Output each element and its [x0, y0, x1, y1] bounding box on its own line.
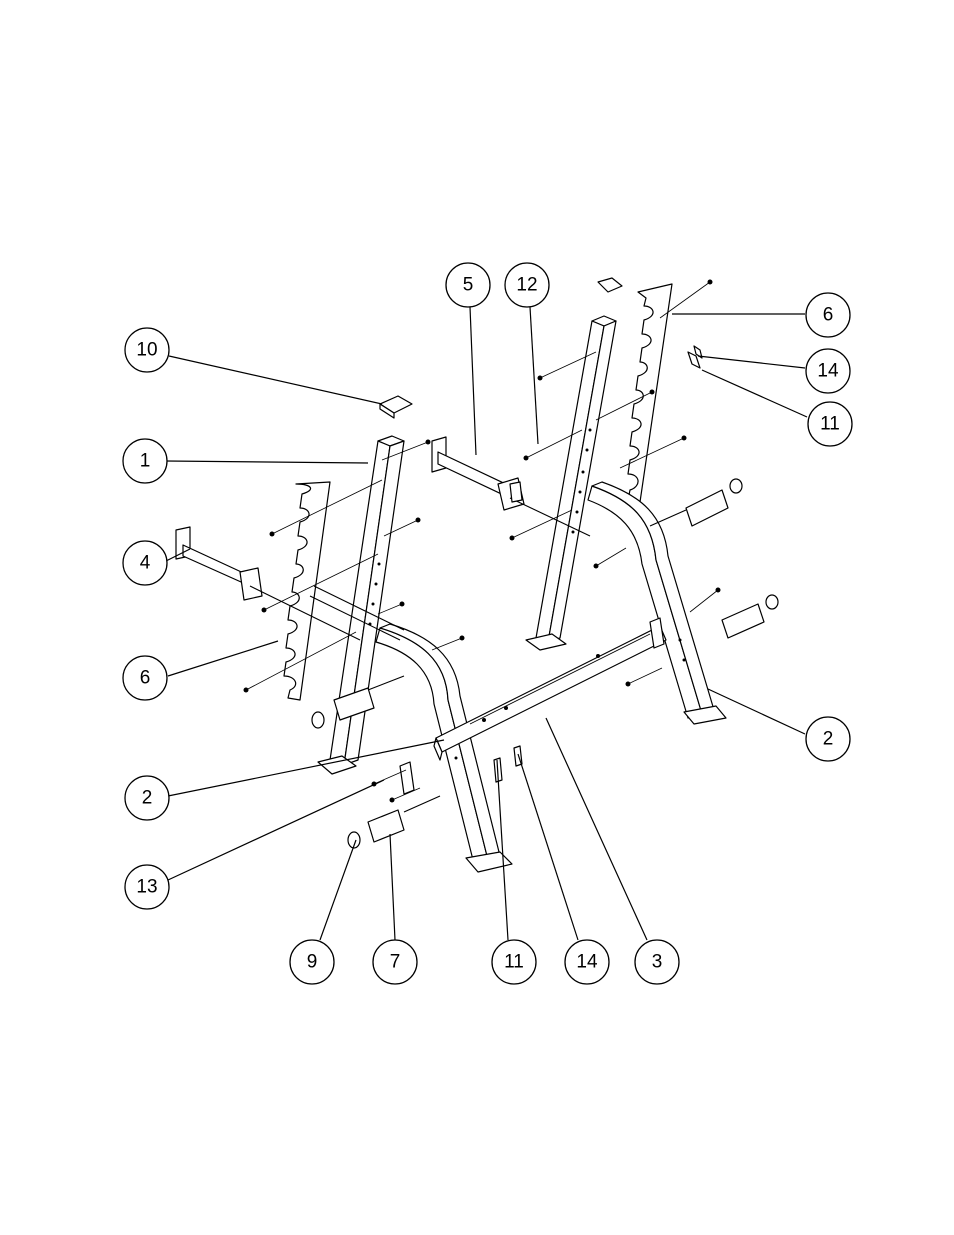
- callout-10: 10: [125, 328, 169, 372]
- callout-13: 13: [125, 865, 169, 909]
- callout-14-bottom: 14: [565, 940, 609, 984]
- callout-2-front: 2: [125, 776, 169, 820]
- callout-6-lower-label: 6: [140, 668, 151, 689]
- callout-10-label: 10: [136, 340, 157, 361]
- callout-5-label: 5: [463, 275, 474, 296]
- callout-1: 1: [123, 439, 167, 483]
- callout-3: 3: [635, 940, 679, 984]
- callout-2-rear-label: 2: [823, 729, 834, 750]
- callout-11-right: 11: [808, 402, 852, 446]
- callout-9: 9: [290, 940, 334, 984]
- callout-9-label: 9: [307, 952, 318, 973]
- callout-2-front-label: 2: [142, 788, 153, 809]
- callout-3-label: 3: [652, 952, 663, 973]
- callout-6-lower: 6: [123, 656, 167, 700]
- callout-5: 5: [446, 263, 490, 307]
- callout-14-bottom-label: 14: [576, 952, 598, 973]
- right-end-cap: [598, 278, 622, 292]
- left-upright: [318, 436, 404, 774]
- callout-6-upper-label: 6: [823, 305, 834, 326]
- callout-4: 4: [123, 541, 167, 585]
- callout-7-label: 7: [390, 952, 401, 973]
- callout-6-upper: 6: [806, 293, 850, 337]
- callout-11-bottom-label: 11: [504, 952, 524, 973]
- callout-13-label: 13: [136, 877, 157, 898]
- callout-7: 7: [373, 940, 417, 984]
- left-end-cap: [380, 396, 412, 418]
- callout-2-rear: 2: [806, 717, 850, 761]
- callout-12-label: 12: [516, 275, 537, 296]
- left-cross-arm: [176, 527, 360, 640]
- callout-11-right-label: 11: [820, 414, 840, 435]
- callout-14-right: 14: [806, 349, 850, 393]
- callout-4-label: 4: [140, 553, 151, 574]
- callout-11-bottom: 11: [492, 940, 536, 984]
- callout-12: 12: [505, 263, 549, 307]
- squat-rack-drawing: [176, 278, 778, 872]
- callout-1-label: 1: [140, 451, 151, 472]
- callout-14-right-label: 14: [817, 361, 839, 382]
